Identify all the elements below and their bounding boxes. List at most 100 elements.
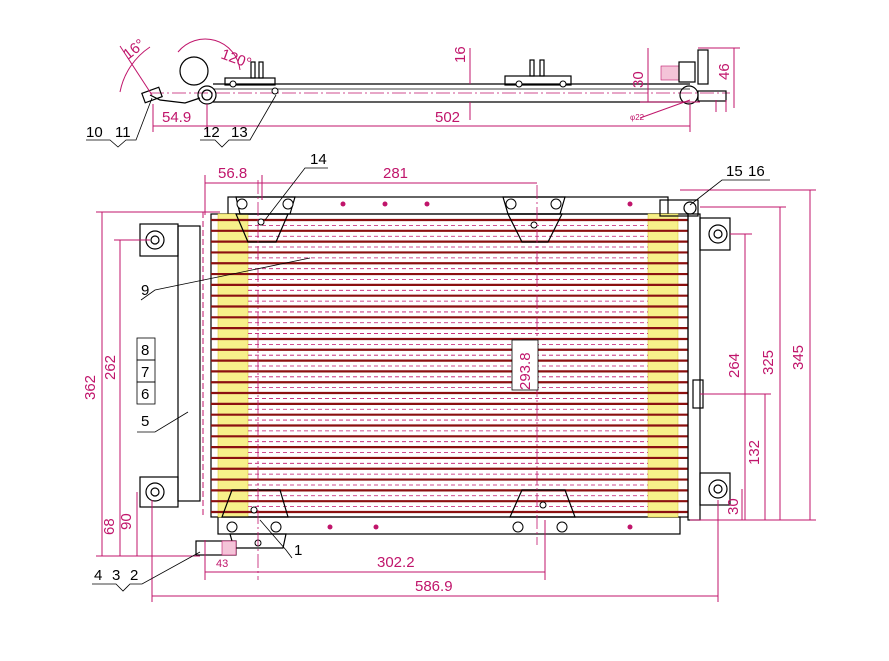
part-label-14: 14: [310, 151, 327, 168]
channel-bolt: [512, 521, 524, 533]
channel-rivet: [382, 201, 388, 207]
tube-array: [211, 218, 688, 514]
leader-5: [137, 411, 189, 433]
channel-rivet: [373, 524, 379, 530]
dim-281: 281: [383, 165, 408, 182]
left-bracket-bottom-hole: [150, 487, 160, 497]
top-view-outlet-pipe: [697, 90, 727, 102]
height-46-dim: 46: [716, 63, 733, 80]
part-label-8: 8: [141, 342, 149, 359]
outlet-fitting-port: [683, 201, 697, 215]
part-label-6: 6: [141, 386, 149, 403]
right-bracket-bottom-bolt: [708, 479, 728, 499]
right-bracket-top-bolt: [708, 224, 728, 244]
bracket-bolt: [539, 501, 547, 509]
leader-14: [264, 167, 328, 221]
dim-586-9: 586.9: [415, 578, 453, 595]
leader-9: [140, 257, 311, 301]
dim-56-8: 56.8: [218, 165, 247, 182]
length-54-9-dim: 54.9: [162, 109, 191, 126]
channel-bolt: [550, 198, 562, 210]
channel-bolt: [226, 521, 238, 533]
left-header-tank: [177, 225, 201, 502]
angle-120-dim: 120°: [219, 46, 254, 73]
leader-12-13: [200, 94, 277, 148]
right-bracket-top: [699, 217, 731, 251]
channel-rivet: [424, 201, 430, 207]
dim-68: 68: [101, 518, 118, 535]
dim-262: 262: [102, 355, 119, 380]
angle-120-arc: [177, 38, 241, 71]
top-view-inlet-fitting: [197, 85, 217, 105]
bottom-bracket-left: [221, 489, 289, 518]
height-16-dim: 16: [452, 46, 469, 63]
length-502-dim: 502: [435, 109, 460, 126]
channel-rivet: [627, 524, 633, 530]
right-bracket-bottom-hole: [713, 484, 723, 494]
leader-1: [259, 519, 293, 559]
part-label-16: 16: [748, 163, 765, 180]
bracket-bolt: [257, 218, 265, 226]
top-view-inlet-pipe: [149, 94, 201, 104]
part-label-15: 15: [726, 163, 743, 180]
top-view-stud: [529, 59, 535, 77]
part-label-4: 4: [94, 567, 102, 584]
top-view-hatched-block: [660, 65, 680, 81]
left-bracket-bottom-bolt: [145, 482, 165, 502]
top-view-bolt: [229, 80, 237, 88]
top-view-outlet-flange: [697, 49, 709, 85]
top-view-stud: [258, 61, 264, 79]
top-view-outlet-bracket: [678, 61, 696, 83]
condenser-core: [210, 213, 689, 518]
top-view-bolt: [271, 87, 279, 95]
dim-325: 325: [760, 350, 777, 375]
dim-293-8: 293.8: [517, 352, 534, 390]
part-label-7: 7: [141, 364, 149, 381]
dim-302-2: 302.2: [377, 554, 415, 571]
dia-22-dim: φ22: [630, 113, 645, 122]
leader-15-16: [689, 179, 770, 206]
dim-43: 43: [216, 558, 228, 570]
dim-90: 90: [118, 513, 135, 530]
leader-10-11: [86, 97, 153, 148]
part-label-12: 12: [203, 124, 220, 141]
part-label-3: 3: [112, 567, 120, 584]
front-view: 293.8 56.8 281 362 262 68 90 264 325 345…: [82, 151, 816, 602]
bottom-channel: [217, 516, 681, 535]
part-label-11: 11: [115, 124, 131, 141]
part-label-2: 2: [130, 567, 138, 584]
bottom-bracket-right: [509, 489, 576, 518]
dim-30: 30: [725, 498, 742, 515]
top-mount-right: [502, 196, 566, 215]
part-label-5: 5: [141, 413, 149, 430]
leader-2-3-4: [92, 551, 201, 592]
channel-rivet: [340, 201, 346, 207]
right-bracket-top-hole: [713, 229, 723, 239]
label-box-6: [136, 381, 156, 405]
dim-362: 362: [82, 375, 99, 400]
channel-bolt: [236, 198, 248, 210]
dim-132: 132: [746, 440, 763, 465]
dia-22-leader: [639, 99, 691, 119]
top-view: 16° 120° 16 54.9 502 30 46 φ22 10 11 12 …: [86, 36, 740, 148]
channel-rivet: [627, 201, 633, 207]
channel-bolt: [270, 521, 282, 533]
part-label-9: 9: [141, 282, 149, 299]
dim-264: 264: [726, 353, 743, 378]
height-30-dim: 30: [630, 71, 647, 88]
right-header-tank: [687, 213, 701, 521]
fin-zone-left: [217, 213, 249, 518]
left-bracket-bottom: [139, 476, 179, 508]
top-view-bolt: [515, 80, 523, 88]
angle-16-leader: [119, 45, 153, 96]
angle-16-arc: [119, 46, 151, 93]
top-view-bracket-middle: [504, 75, 572, 86]
top-view-stud: [539, 59, 545, 77]
part-label-10: 10: [86, 124, 103, 141]
bracket-bolt: [530, 221, 538, 229]
top-view-inlet-nut: [141, 86, 163, 104]
channel-bolt: [505, 198, 517, 210]
top-view-stud: [250, 61, 256, 79]
dim-293-8-box: [511, 339, 539, 391]
